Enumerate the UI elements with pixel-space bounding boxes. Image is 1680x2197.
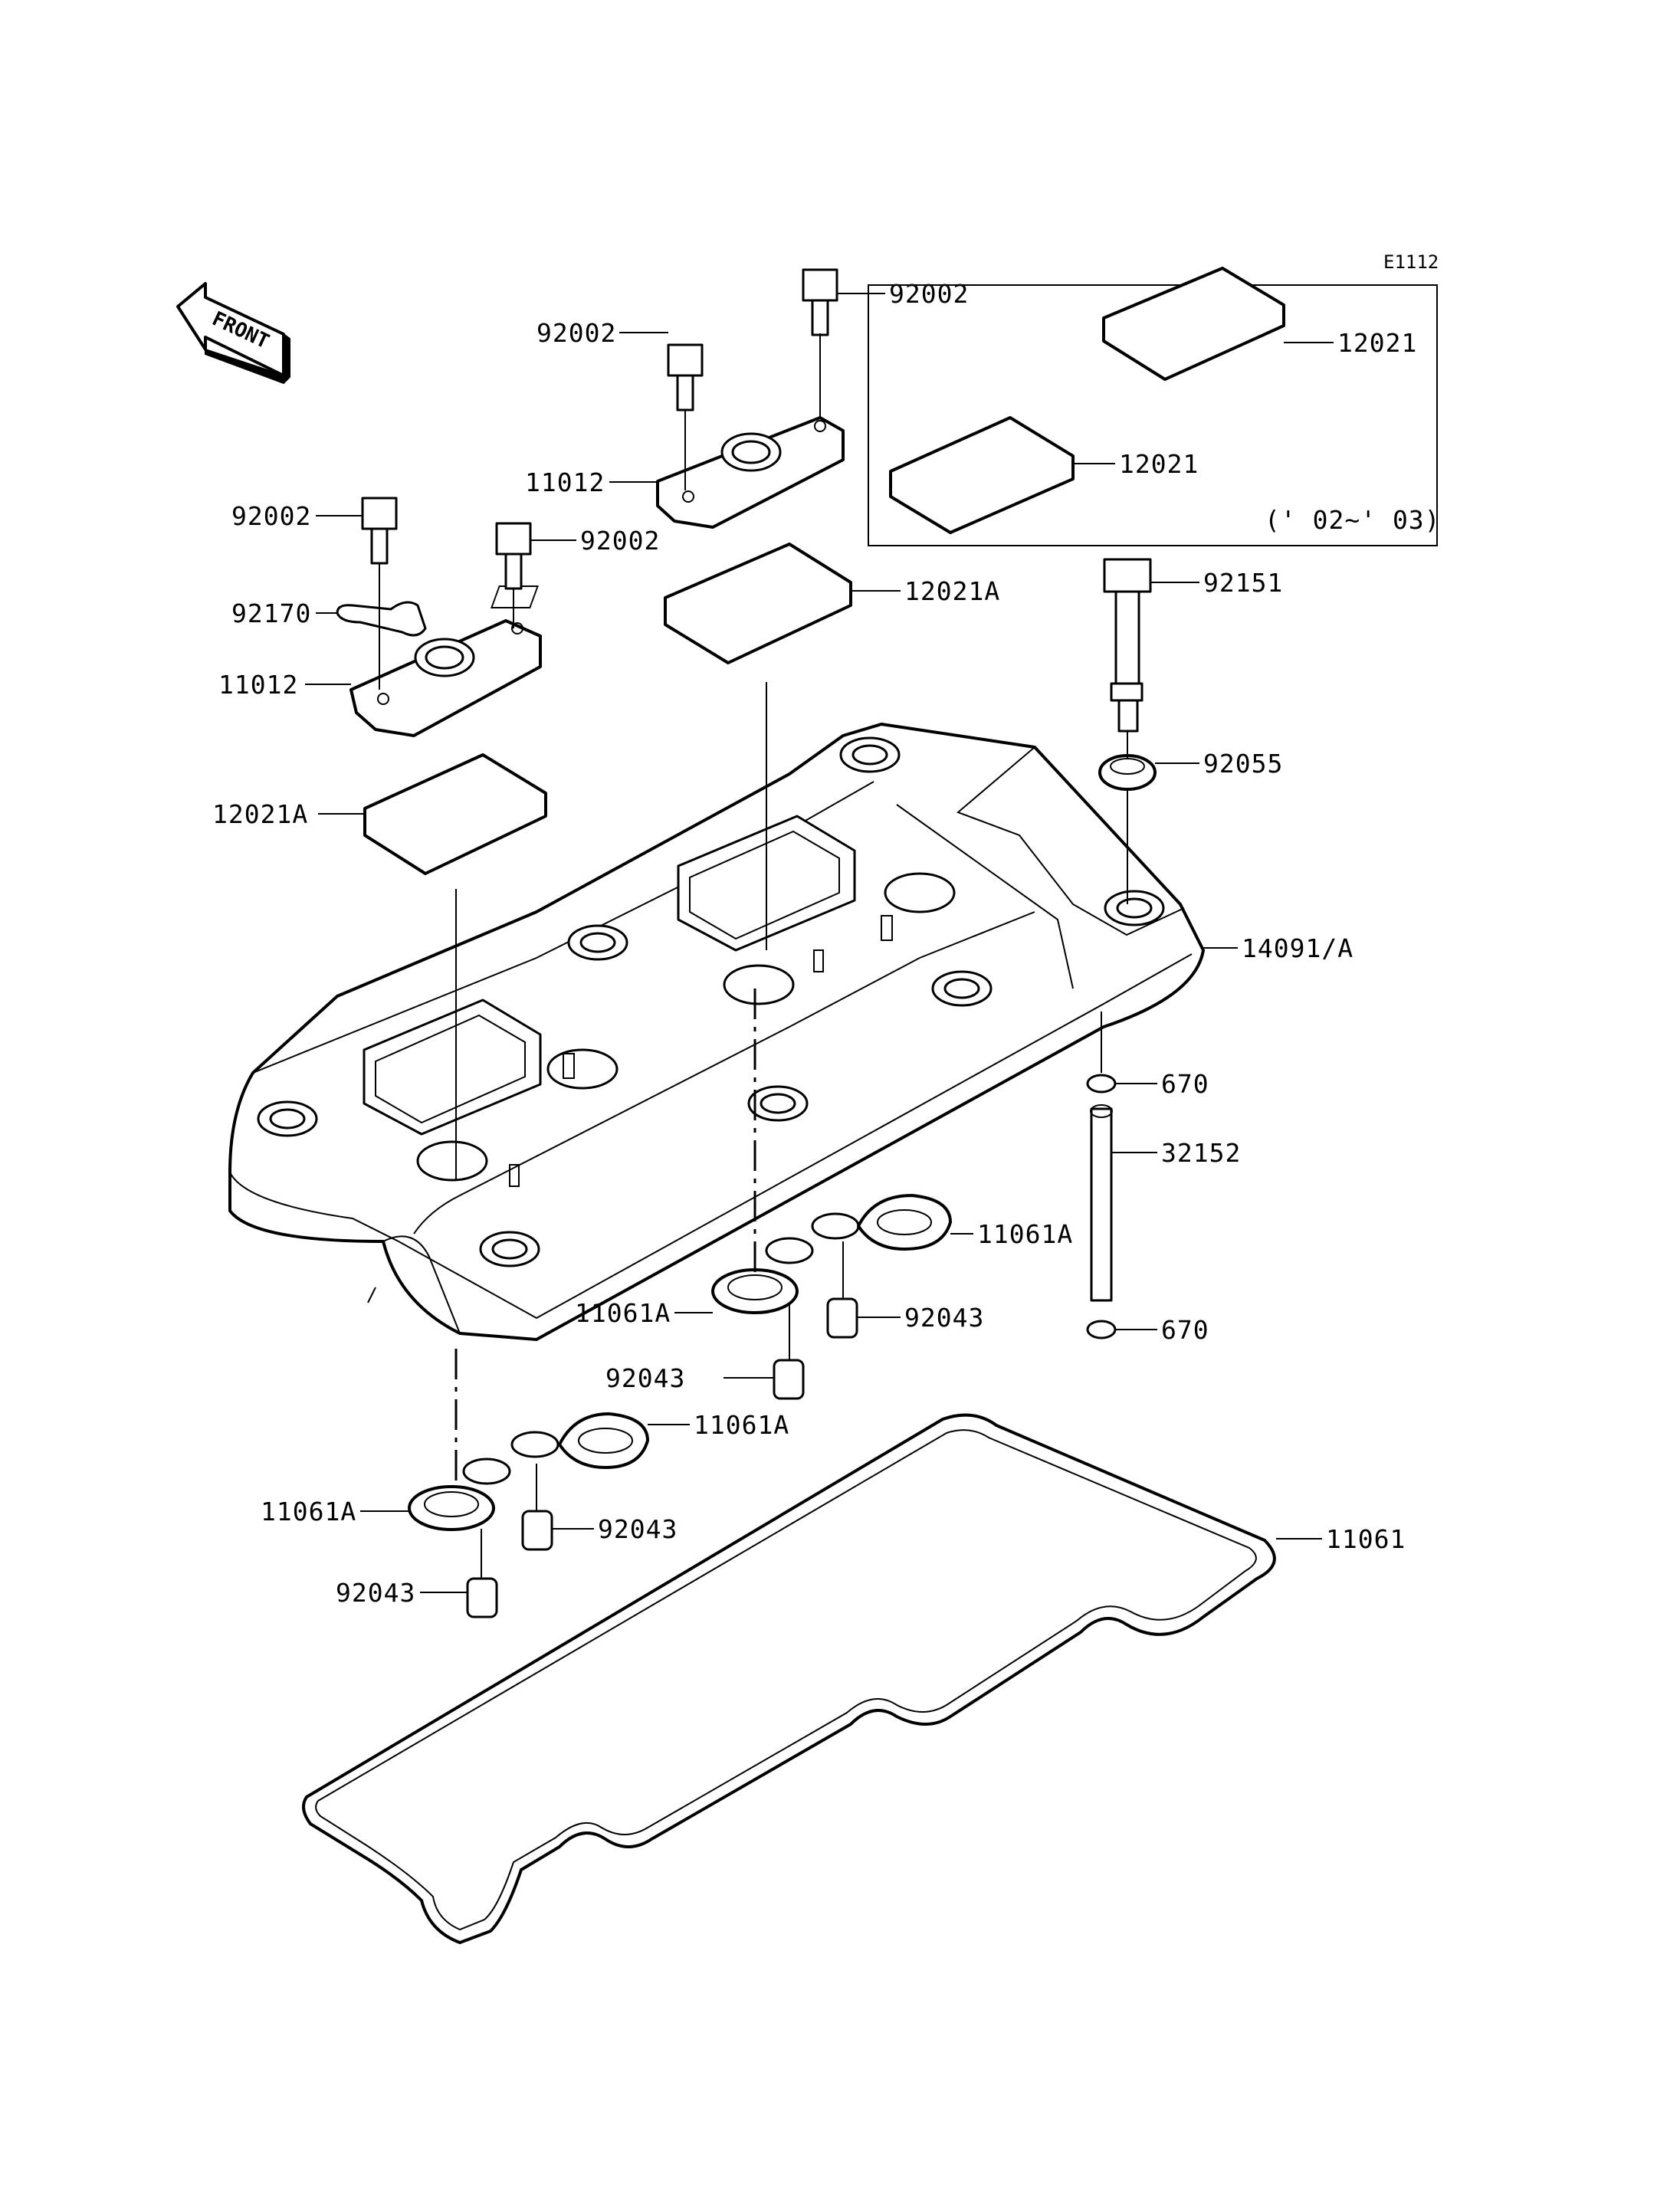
year-note: (' 02~' 03) bbox=[1265, 505, 1441, 535]
callout-92002: 92002 bbox=[231, 501, 311, 531]
plug-seal-icon bbox=[408, 1412, 649, 1531]
callout-11012: 11012 bbox=[218, 670, 298, 700]
breather-cover-right bbox=[656, 416, 845, 529]
year-gasket-bottom bbox=[889, 416, 1075, 534]
cylinder-head-cover bbox=[228, 723, 1205, 1341]
dowel-pin-icon bbox=[773, 1359, 805, 1400]
callout-11061A: 11061A bbox=[977, 1219, 1073, 1249]
callout-92043: 92043 bbox=[336, 1578, 415, 1608]
callout-11012: 11012 bbox=[525, 467, 605, 497]
callout-12021: 12021 bbox=[1337, 328, 1417, 358]
plug-seal-icon bbox=[711, 1194, 952, 1314]
callout-670: 670 bbox=[1161, 1315, 1209, 1345]
clamp-icon bbox=[336, 601, 427, 637]
callout-670: 670 bbox=[1161, 1069, 1209, 1099]
callout-92170: 92170 bbox=[231, 598, 311, 628]
breather-gasket-right bbox=[491, 543, 852, 664]
callout-12021A: 12021A bbox=[212, 799, 308, 829]
cover-gasket bbox=[302, 1413, 1276, 1944]
o-ring-icon bbox=[1086, 1320, 1117, 1340]
year-variant-box bbox=[868, 284, 1438, 546]
long-bolt-icon bbox=[1103, 558, 1152, 733]
callout-92002: 92002 bbox=[536, 318, 616, 348]
o-ring-icon bbox=[1086, 1074, 1117, 1094]
dowel-pin-icon bbox=[521, 1510, 553, 1551]
pipe-icon bbox=[1090, 1104, 1113, 1302]
callout-12021: 12021 bbox=[1119, 449, 1199, 479]
dowel-pin-icon bbox=[826, 1297, 858, 1339]
callout-32152: 32152 bbox=[1161, 1138, 1241, 1168]
diagram-code: E1112 bbox=[1383, 251, 1439, 273]
callout-92043: 92043 bbox=[598, 1514, 678, 1544]
callout-92043: 92043 bbox=[605, 1363, 685, 1393]
callout-12021A: 12021A bbox=[904, 576, 1000, 606]
bolt-icon bbox=[802, 268, 838, 336]
callout-11061A: 11061A bbox=[575, 1298, 671, 1328]
breather-cover-left bbox=[349, 619, 542, 737]
callout-92002: 92002 bbox=[889, 279, 969, 309]
grommet-icon bbox=[1098, 754, 1157, 791]
callout-92055: 92055 bbox=[1203, 749, 1283, 779]
bolt-icon bbox=[667, 343, 704, 412]
callout-11061: 11061 bbox=[1326, 1524, 1406, 1554]
dowel-pin-icon bbox=[466, 1577, 498, 1618]
callout-14091A: 14091/A bbox=[1242, 933, 1354, 963]
front-arrow-icon: FRONT bbox=[176, 282, 290, 385]
callout-11061A: 11061A bbox=[261, 1497, 356, 1526]
breather-gasket-left bbox=[363, 753, 547, 875]
callout-92002: 92002 bbox=[580, 526, 660, 556]
bolt-icon bbox=[495, 522, 532, 590]
callout-92151: 92151 bbox=[1203, 568, 1283, 598]
bolt-icon bbox=[361, 497, 398, 565]
callout-11061A: 11061A bbox=[694, 1410, 789, 1440]
callout-92043: 92043 bbox=[904, 1303, 984, 1333]
year-gasket-top bbox=[1102, 267, 1285, 381]
